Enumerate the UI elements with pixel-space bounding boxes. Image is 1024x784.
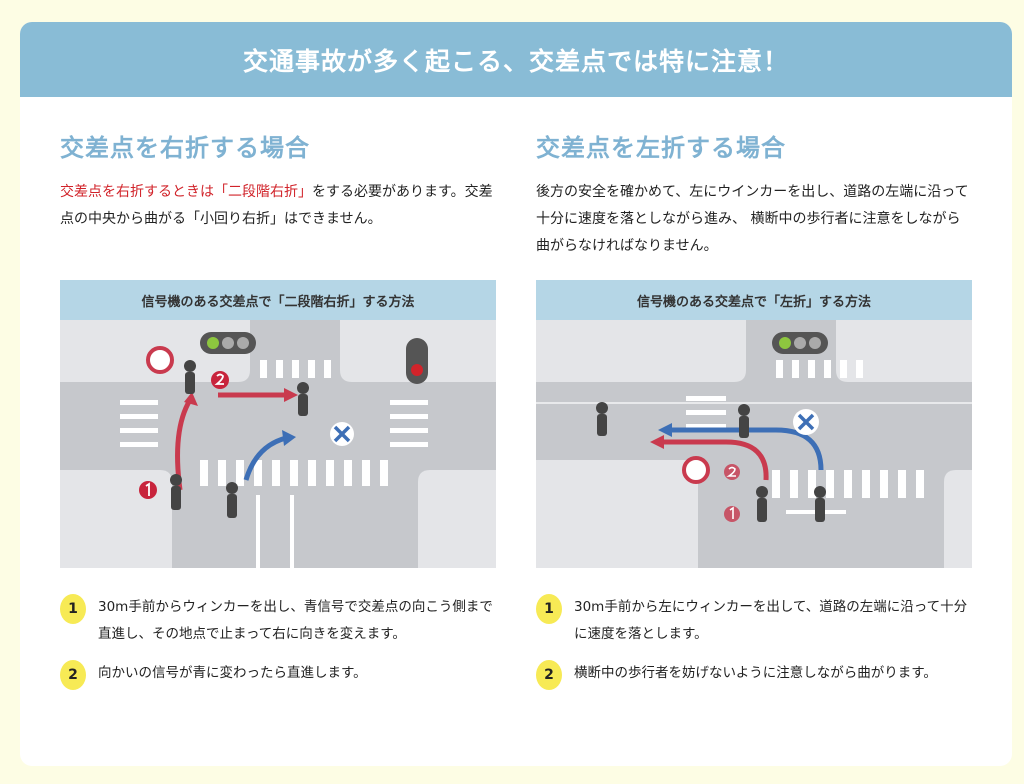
step-1-marker — [139, 481, 157, 499]
sidewalk — [836, 320, 972, 382]
step-text: 30m手前からウィンカーを出し、青信号で交差点の向こう側まで直進し、その地点で止… — [98, 599, 493, 642]
step-item: 1 30m手前から左にウィンカーを出して、道路の左端に沿って十分に速度を落とします… — [536, 594, 972, 648]
ok-route-arrow — [660, 439, 769, 481]
pedestrian-light — [406, 338, 428, 384]
step-text: 横断中の歩行者を妨げないように注意しながら曲がります。 — [574, 665, 937, 681]
sidewalk — [944, 470, 972, 568]
page-title: 交通事故が多く起こる、交差点では特に注意！ — [20, 22, 1012, 97]
left-turn-heading: 交差点を左折する場合 — [536, 134, 786, 162]
left-turn-diagram: 信号機のある交差点で「左折」する方法 — [536, 280, 972, 568]
right-turn-heading: 交差点を右折する場合 — [60, 134, 310, 162]
left-turn-diagram-title: 信号機のある交差点で「左折」する方法 — [536, 280, 972, 320]
right-turn-diagram: 信号機のある交差点で「二段階右折」する方法 — [60, 280, 496, 568]
right-turn-description: 交差点を右折するときは「二段階右折」をする必要があります。交差点の中央から曲がる… — [60, 179, 496, 233]
step-2-marker — [724, 464, 740, 480]
right-turn-diagram-title: 信号機のある交差点で「二段階右折」する方法 — [60, 280, 496, 320]
sidewalk — [418, 470, 496, 568]
right-turn-section: 交差点を右折する場合 交差点を右折するときは「二段階右折」をする必要があります。… — [60, 97, 496, 233]
info-card: 交通事故が多く起こる、交差点では特に注意！ 交差点を右折する場合 交差点を右折す… — [20, 22, 1012, 766]
ok-mark-icon — [682, 456, 710, 484]
step-item: 2 向かいの信号が青に変わったら直進します。 — [60, 660, 496, 690]
scooter-rider-icon — [170, 360, 309, 518]
sidewalk — [536, 460, 698, 568]
left-turn-description: 後方の安全を確かめて、左にウインカーを出し、道路の左端に沿って十分に速度を落とし… — [536, 184, 969, 254]
left-turn-section: 交差点を左折する場合 後方の安全を確かめて、左にウインカーを出し、道路の左端に沿… — [536, 97, 972, 260]
right-turn-desc-text: をする必要があります。交差点の中央から曲がる「小回り右折」はできません。 — [60, 184, 493, 227]
ng-route-arrow — [668, 427, 824, 471]
right-turn-desc-highlight: 交差点を右折するときは「二段階右折」 — [60, 184, 312, 200]
step-number-badge: 2 — [60, 660, 86, 690]
left-turn-steps: 1 30m手前から左にウィンカーを出して、道路の左端に沿って十分に速度を落とします… — [536, 594, 972, 702]
scooter-rider-icon — [596, 402, 826, 522]
ok-mark-icon — [146, 346, 174, 374]
step-number-badge: 2 — [536, 660, 562, 690]
right-turn-intersection-illustration — [60, 320, 496, 568]
crosswalk — [120, 360, 428, 568]
sidewalk — [536, 320, 746, 382]
step-text: 向かいの信号が青に変わったら直進します。 — [98, 665, 367, 681]
right-turn-steps: 1 30m手前からウィンカーを出し、青信号で交差点の向こう側まで直進し、その地点で… — [60, 594, 496, 702]
step-text: 30m手前から左にウィンカーを出して、道路の左端に沿って十分に速度を落とします。 — [574, 599, 968, 642]
step-item: 2 横断中の歩行者を妨げないように注意しながら曲がります。 — [536, 660, 972, 690]
step-1-marker — [724, 506, 740, 522]
step-item: 1 30m手前からウィンカーを出し、青信号で交差点の向こう側まで直進し、その地点で… — [60, 594, 496, 648]
step-number-badge: 1 — [536, 594, 562, 624]
ng-route-arrow — [243, 435, 287, 481]
left-turn-intersection-illustration — [536, 320, 972, 568]
step-number-badge: 1 — [60, 594, 86, 624]
